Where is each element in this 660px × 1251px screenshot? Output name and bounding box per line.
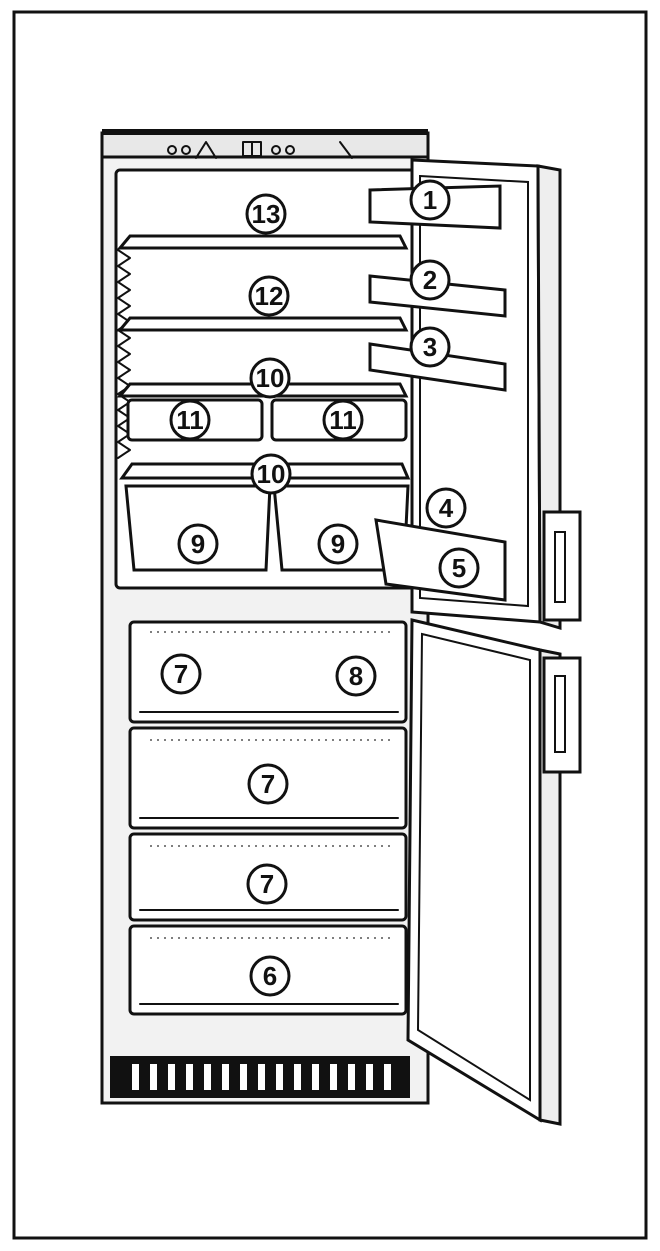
callout-9-right: 9	[317, 523, 359, 565]
svg-text:11: 11	[329, 405, 357, 435]
ventilation-grille	[110, 1056, 410, 1098]
svg-text:1: 1	[423, 185, 437, 215]
svg-text:5: 5	[452, 553, 466, 583]
callout-10-upper: 10	[249, 357, 291, 399]
callout-8: 8	[335, 655, 377, 697]
svg-text:10: 10	[257, 459, 286, 489]
callout-10-lower: 10	[250, 453, 292, 495]
thermostat-knobs	[167, 141, 353, 159]
svg-text:13: 13	[252, 199, 281, 229]
callout-11-right: 11	[322, 399, 364, 441]
svg-text:9: 9	[331, 529, 345, 559]
control-panel	[100, 131, 430, 159]
svg-text:4: 4	[439, 493, 454, 523]
crisper-drawers	[124, 484, 410, 572]
callout-11-left: 11	[169, 399, 211, 441]
svg-text:2: 2	[423, 265, 437, 295]
fridge-door-handle	[542, 510, 582, 622]
callout-13: 13	[245, 193, 287, 235]
shelf-rails-left	[117, 249, 131, 459]
svg-text:7: 7	[174, 659, 188, 689]
callout-1: 1	[409, 179, 451, 221]
svg-text:7: 7	[260, 869, 274, 899]
callout-5: 5	[438, 547, 480, 589]
svg-text:7: 7	[261, 769, 275, 799]
svg-text:12: 12	[255, 281, 284, 311]
svg-text:9: 9	[191, 529, 205, 559]
callout-2: 2	[409, 259, 451, 301]
callout-7-lower: 7	[246, 863, 288, 905]
callout-9-left: 9	[177, 523, 219, 565]
callout-4: 4	[425, 487, 467, 529]
callout-3: 3	[409, 326, 451, 368]
callouts: 13 12 10 11 11 10 9 9 1 2 3 4 5 7 8 7 7 …	[160, 179, 480, 997]
callout-7-top-left: 7	[160, 653, 202, 695]
svg-text:8: 8	[349, 661, 363, 691]
svg-text:6: 6	[263, 961, 277, 991]
svg-text:10: 10	[256, 363, 285, 393]
callout-6: 6	[249, 955, 291, 997]
callout-12: 12	[248, 275, 290, 317]
freezer-door	[406, 618, 582, 1126]
callout-7-middle: 7	[247, 763, 289, 805]
svg-text:11: 11	[176, 405, 204, 435]
svg-text:3: 3	[423, 332, 437, 362]
